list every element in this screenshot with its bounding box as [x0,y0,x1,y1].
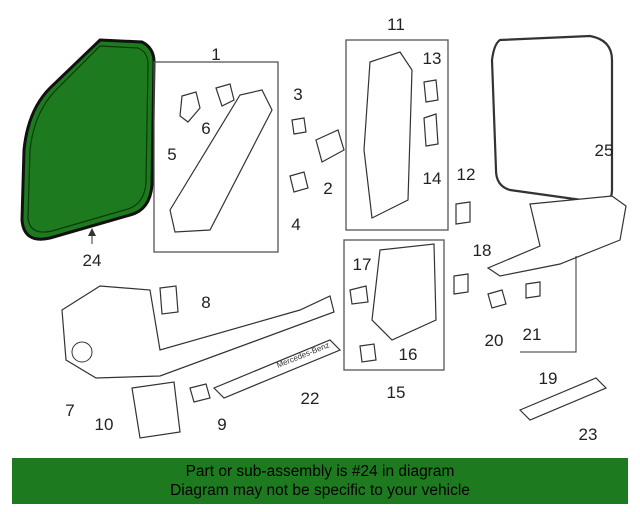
callout-12[interactable]: 12 [457,165,476,184]
callout-13[interactable]: 13 [423,49,442,68]
callout-23[interactable]: 23 [579,425,598,444]
callout-25[interactable]: 25 [595,141,614,160]
parts-diagram: 24 1 5 6 3 2 4 11 13 14 12 25 17 16 15 1… [20,15,627,444]
callout-1[interactable]: 1 [211,45,220,64]
part-25-rear-seal[interactable] [490,34,614,204]
speaker-grille [71,341,93,363]
part-5-clip[interactable] [179,91,201,123]
callout-15[interactable]: 15 [387,383,406,402]
part-12-clip[interactable] [455,201,471,225]
part-14-clip[interactable] [423,113,439,147]
callout-5[interactable]: 5 [167,145,176,164]
part-22-sill-plate[interactable] [212,339,342,399]
callout-19[interactable]: 19 [539,369,558,388]
part-2-bracket[interactable] [315,129,345,163]
part-6-clip[interactable] [215,83,235,107]
part-13-clip[interactable] [423,79,439,103]
part-15-c-pillar-trim[interactable] [371,243,437,341]
part-10-cover[interactable] [131,381,181,439]
part-24-door-seal[interactable] [20,38,156,241]
callout-6[interactable]: 6 [201,119,210,138]
callout-18[interactable]: 18 [473,241,492,260]
callout-14[interactable]: 14 [423,169,442,188]
part-9-clip[interactable] [189,383,211,403]
part-20-clip[interactable] [487,289,507,309]
callout-21[interactable]: 21 [523,325,542,344]
part-17-clip[interactable] [349,285,369,305]
callout-17[interactable]: 17 [353,255,372,274]
part-7-kick-panel[interactable] [61,285,335,379]
part-1-a-pillar-trim[interactable] [169,89,273,233]
callout-7[interactable]: 7 [65,401,74,420]
callout-11[interactable]: 11 [387,15,405,34]
banner-line-1: Part or sub-assembly is #24 in diagram [185,463,455,480]
arrow-24 [88,228,96,236]
callout-16[interactable]: 16 [399,345,418,364]
part-3-clip[interactable] [291,117,307,135]
part-23-sill-plate[interactable] [518,377,608,421]
callout-24[interactable]: 24 [83,251,102,270]
callout-8[interactable]: 8 [201,293,210,312]
callout-4[interactable]: 4 [291,215,300,234]
group-box-15 [343,239,445,371]
part-8-clip[interactable] [159,285,179,315]
part-11-b-pillar-trim[interactable] [363,51,413,219]
callout-3[interactable]: 3 [293,85,302,104]
callout-9[interactable]: 9 [217,415,226,434]
part-18-clip[interactable] [453,273,469,295]
callout-22[interactable]: 22 [301,389,320,408]
group-box-11 [345,39,449,231]
callout-10[interactable]: 10 [95,415,114,434]
diagram-svg: 24 1 5 6 3 2 4 11 13 14 12 25 17 16 15 1… [20,15,627,444]
group-box-1 [153,61,279,253]
info-banner: Part or sub-assembly is #24 in diagram D… [12,458,628,504]
leader-19 [520,256,577,353]
banner-line-2: Diagram may not be specific to your vehi… [170,482,470,499]
callout-20[interactable]: 20 [485,331,504,350]
part-4-clip[interactable] [289,171,309,193]
callout-2[interactable]: 2 [323,179,332,198]
part-19-rear-sill-trim[interactable] [486,195,627,277]
part-16-clip[interactable] [359,343,377,363]
part-21-clip[interactable] [525,281,541,299]
